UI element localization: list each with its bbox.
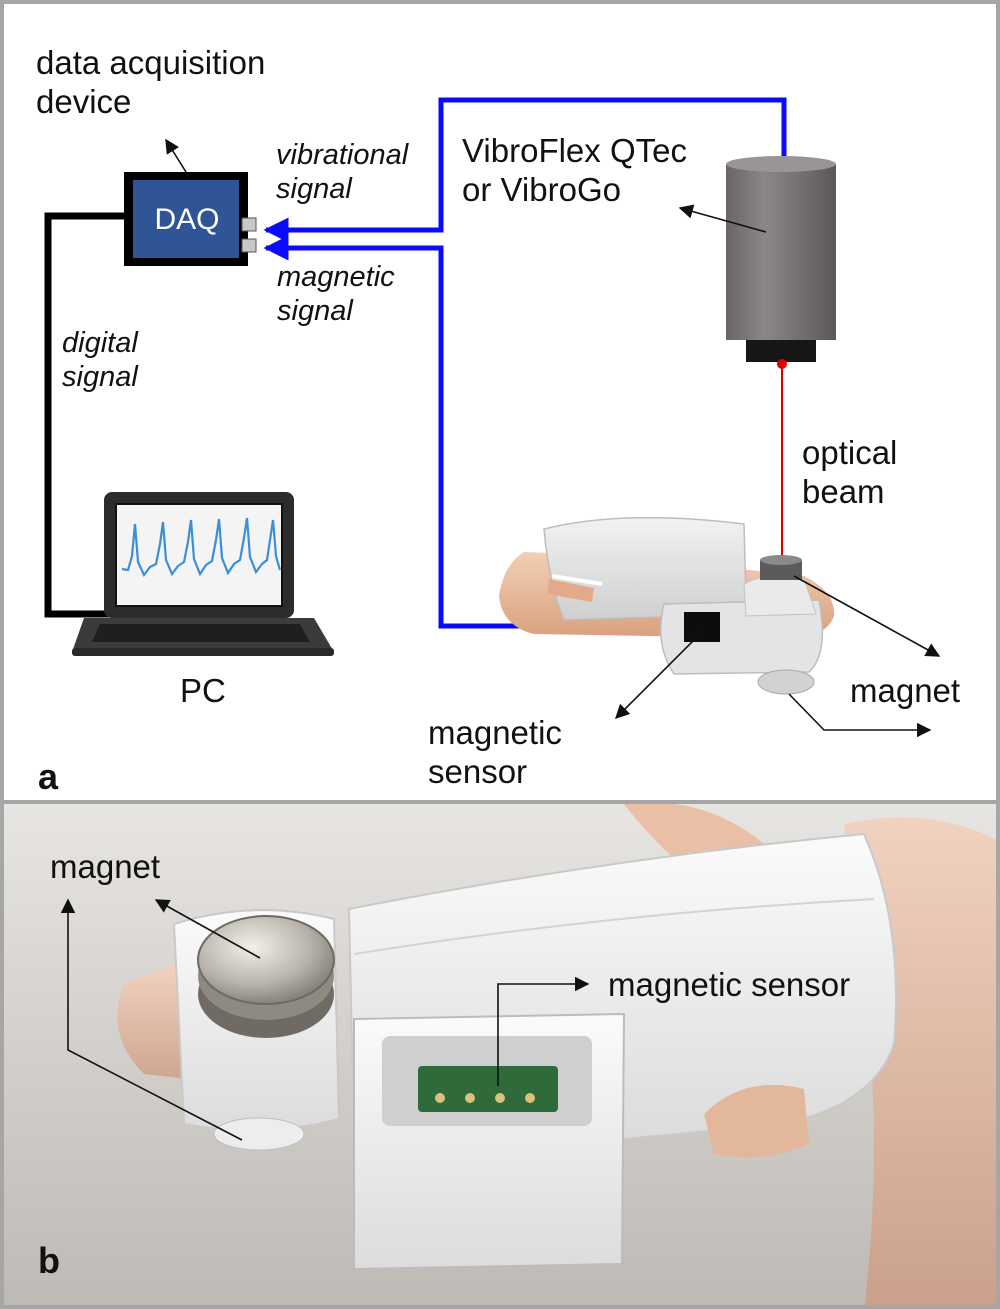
- sensor-photo-pointer: [497, 976, 590, 1086]
- vibrational-signal-label: vibrational signal: [276, 139, 409, 206]
- panel-a-diagram: [44, 97, 941, 738]
- magnet-icon: [760, 555, 802, 580]
- daq-title-pointer: [165, 138, 187, 173]
- vibrometer-pointer: [678, 204, 767, 233]
- panel-b-photo: [4, 804, 996, 1305]
- panel-letter-b: b: [38, 1240, 60, 1281]
- magnet-label: magnet: [850, 672, 961, 709]
- vibrometer-icon: [726, 156, 836, 362]
- digital-signal-wire: [44, 212, 126, 618]
- magnet-bottom-pointer: [788, 693, 932, 738]
- vibrometer-label: VibroFlex QTec or VibroGo: [462, 132, 687, 208]
- magnet-pointer: [793, 575, 941, 657]
- magnet-bottom-photo-pointer: [60, 898, 243, 1141]
- panel-a: data acquisition device DAQ vibrational …: [0, 0, 1000, 804]
- daq-box: [124, 172, 257, 266]
- laptop-icon: [72, 492, 334, 656]
- magnetic-sensor-photo-label: magnetic sensor: [608, 966, 851, 1003]
- vibrational-signal-wire: [263, 97, 787, 243]
- magnetic-sensor-pointer: [614, 631, 703, 720]
- digital-signal-label: digital signal: [62, 327, 138, 394]
- panel-b: magnet magnetic sensor b: [0, 800, 1000, 1309]
- optical-beam-label: optical beam: [802, 434, 898, 510]
- vibration-trace: [121, 517, 282, 578]
- pc-label: PC: [180, 672, 226, 709]
- magnetic-signal-label: magnetic signal: [277, 261, 395, 328]
- panel-letter-a: a: [38, 756, 59, 797]
- daq-box-label: DAQ: [154, 203, 220, 236]
- daq-title: data acquisition device: [36, 44, 266, 120]
- magnet-photo-pointer: [154, 899, 261, 959]
- sensor-icon: [684, 612, 720, 642]
- optical-beam: [777, 359, 787, 562]
- magnetic-sensor-label: magnetic sensor: [428, 714, 562, 790]
- magnet-photo: [197, 915, 335, 1038]
- sensor-housing-photo: [353, 1012, 626, 1271]
- magnet-photo-label: magnet: [50, 848, 161, 885]
